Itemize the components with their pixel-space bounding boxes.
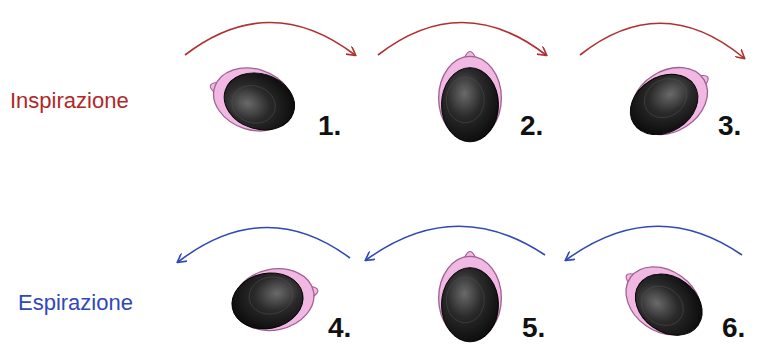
callout-number: 5.: [522, 314, 545, 342]
flow-arc: [185, 23, 355, 56]
callout-number: 3.: [718, 112, 741, 140]
flow-arc: [378, 23, 546, 56]
eye-figure: [439, 252, 502, 342]
callout-number: 6.: [722, 314, 745, 342]
callout-number: 1.: [318, 112, 341, 140]
eye-figure: [201, 57, 303, 142]
flow-arc: [366, 226, 545, 260]
flow-arc: [178, 227, 350, 262]
phase-label: Inspirazione: [10, 90, 129, 112]
flow-arc: [580, 23, 744, 58]
eye-figure: [618, 51, 724, 149]
eye-figure: [226, 261, 324, 339]
phase-label: Espirazione: [18, 292, 133, 314]
callout-number: 2.: [520, 112, 543, 140]
eye-figure: [439, 52, 502, 142]
eye-figure: [609, 250, 715, 350]
flow-arc: [566, 226, 742, 260]
callout-number: 4.: [328, 314, 351, 342]
